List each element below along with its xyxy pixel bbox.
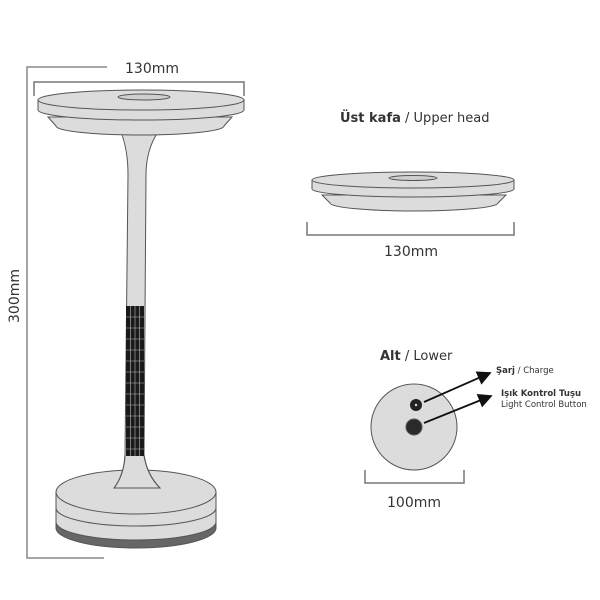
lower-title-sep: /	[401, 349, 414, 364]
button-label-en: Light Control Button	[501, 400, 587, 410]
charge-label: Şarj / Charge	[496, 366, 554, 376]
upper-head-title-en: Upper head	[414, 111, 490, 126]
upper-head-width-bracket	[306, 222, 515, 236]
charge-arrow-icon	[423, 371, 492, 403]
upper-head-title-tr: Üst kafa	[340, 110, 401, 126]
height-label: 300mm	[7, 269, 23, 323]
lower-title-en: Lower	[413, 349, 453, 364]
lower-width-label: 100mm	[387, 495, 441, 511]
main-width-label: 130mm	[125, 61, 179, 77]
lower-width-bracket	[364, 470, 465, 484]
upper-head-view	[311, 171, 515, 212]
charge-port-pin	[414, 403, 418, 407]
speaker-grille	[126, 306, 144, 456]
charge-label-en: / Charge	[515, 366, 554, 376]
lower-title-tr: Alt	[380, 349, 401, 364]
charge-label-tr: Şarj	[496, 366, 515, 376]
height-dimension	[26, 66, 107, 559]
upper-head-title-sep: /	[401, 111, 414, 126]
upper-head-title: Üst kafa / Upper head	[340, 110, 490, 126]
light-control-button	[405, 418, 423, 436]
button-arrow-icon	[423, 394, 493, 424]
upper-head-width-label: 130mm	[384, 244, 438, 260]
lower-title: Alt / Lower	[380, 349, 453, 364]
main-width-bracket	[33, 81, 245, 96]
button-label-tr: Işık Kontrol Tuşu	[501, 389, 581, 399]
